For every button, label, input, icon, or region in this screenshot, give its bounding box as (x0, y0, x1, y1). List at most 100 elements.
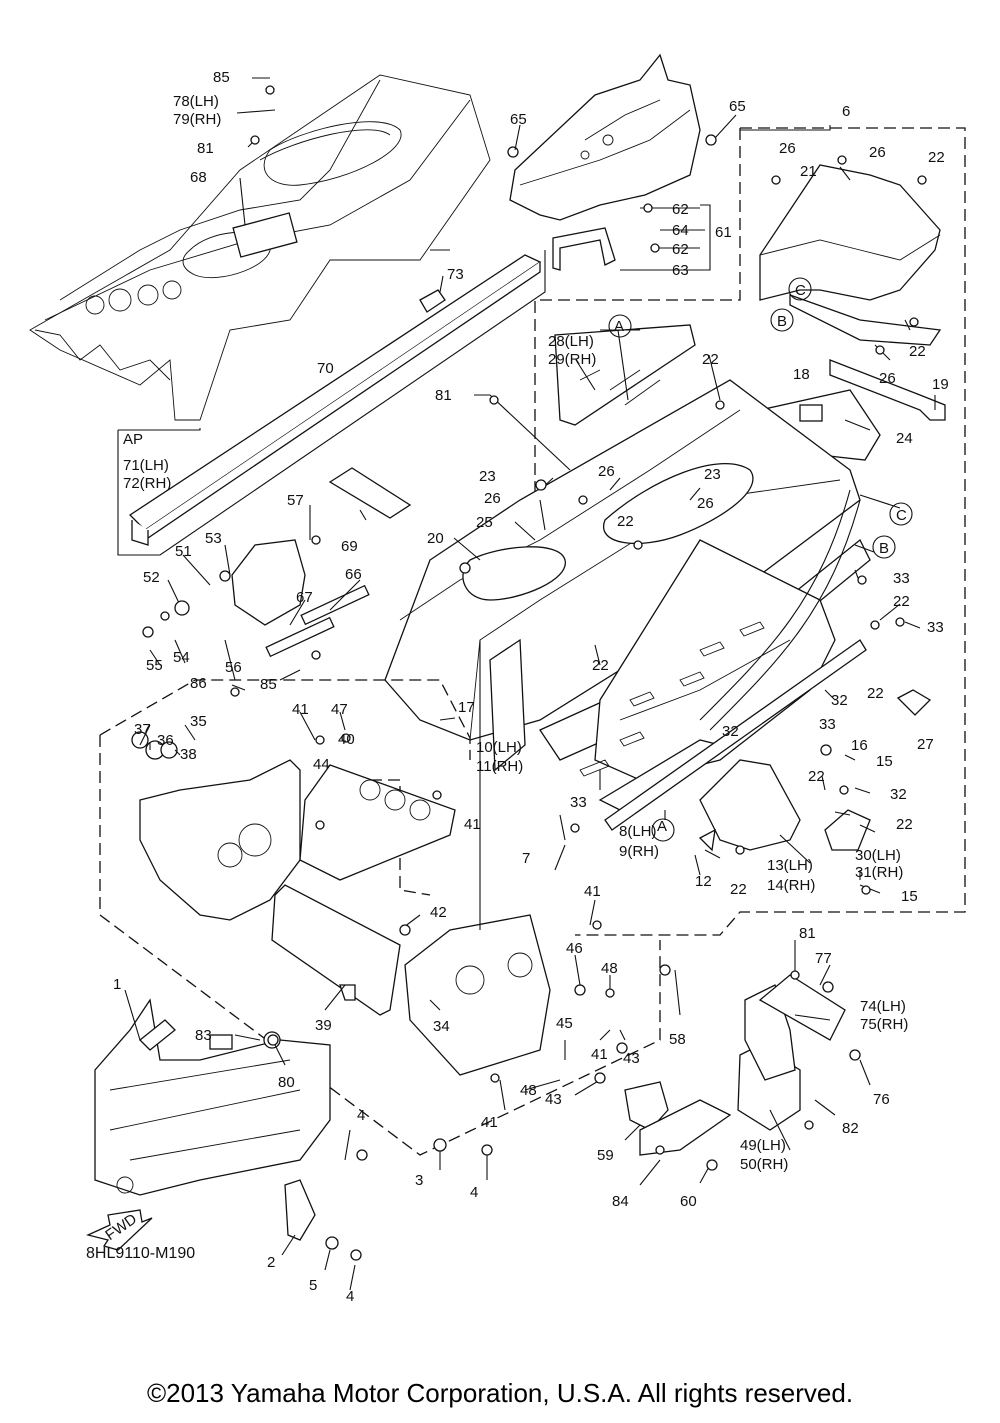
callout: 56 (225, 659, 242, 676)
callout: 55 (146, 657, 163, 674)
callout: 20 (427, 530, 444, 547)
callout: 59 (597, 1147, 614, 1164)
callout: 72(RH) (123, 475, 171, 492)
callout: 41 (591, 1046, 608, 1063)
callout: 50(RH) (740, 1156, 788, 1173)
hose-39 (339, 984, 356, 1001)
callout: 4 (346, 1288, 354, 1305)
callout: 62 (672, 201, 689, 218)
callout: 74(LH) (860, 998, 906, 1015)
callout: 79(RH) (173, 111, 221, 128)
callout: A (657, 818, 667, 835)
callout: 3 (415, 1172, 423, 1189)
callout: 22 (867, 685, 884, 702)
callout: 60 (680, 1193, 697, 1210)
gusset-13-14 (699, 759, 801, 851)
callout: 26 (697, 495, 714, 512)
upper-body-assembly (29, 74, 491, 421)
callout: 15 (901, 888, 918, 905)
fwd-arrow-icon: FWD (86, 1209, 153, 1251)
front-frame-1 (94, 998, 331, 1196)
bracket-30-31 (824, 809, 871, 851)
callout: 43 (545, 1091, 562, 1108)
callout: 32 (831, 692, 848, 709)
callout: 8(LH) (619, 823, 657, 840)
callout: 65 (729, 98, 746, 115)
callout: 31(RH) (855, 864, 903, 881)
callout: 6 (842, 103, 850, 120)
callout: C (795, 282, 806, 299)
callout: 45 (556, 1015, 573, 1032)
callout: 4 (470, 1184, 478, 1201)
callout: 32 (722, 723, 739, 740)
diagram-code: 8HL9110-M190 (86, 1245, 196, 1262)
callout: 36 (157, 732, 174, 749)
washer-5 (325, 1236, 339, 1250)
callout: 10(LH) (476, 739, 522, 756)
callout: 29(RH) (548, 351, 596, 368)
callout: 33 (819, 716, 836, 733)
callout-labels: 85 78(LH) 79(RH) 81 68 73 70 AP 71(LH) 7… (113, 69, 949, 1305)
callout: 22 (730, 881, 747, 898)
callout: 5 (309, 1277, 317, 1294)
callout: 54 (173, 649, 190, 666)
callout: 82 (842, 1120, 859, 1137)
rail-strip-8-9 (604, 639, 867, 831)
callout: 12 (695, 873, 712, 890)
callout: 85 (260, 676, 277, 693)
callout: 22 (617, 513, 634, 530)
callout: C (896, 507, 907, 524)
callout: 80 (278, 1074, 295, 1091)
callout: 85 (213, 69, 230, 86)
callout: 22 (592, 657, 609, 674)
callout: 22 (909, 343, 926, 360)
callout: 44 (313, 756, 330, 773)
reference-circles (608, 277, 913, 842)
callout: 48 (520, 1082, 537, 1099)
clip-12 (698, 828, 716, 852)
callout: 52 (143, 569, 160, 586)
bracket-10-11 (489, 638, 526, 772)
callout: 26 (869, 144, 886, 161)
callout: 51 (175, 543, 192, 560)
callout: 11(RH) (476, 758, 523, 775)
callout: 33 (927, 619, 944, 636)
callout: 64 (672, 222, 689, 239)
callout: 81 (197, 140, 214, 157)
callout: 78(LH) (173, 93, 219, 110)
callout: 7 (522, 850, 530, 867)
callout: 84 (612, 1193, 629, 1210)
callout: 28(LH) (548, 333, 594, 350)
callout: B (777, 313, 787, 330)
callout: AP (123, 431, 143, 448)
callout: 38 (180, 746, 197, 763)
callout: 37 (134, 721, 151, 738)
callout: 43 (623, 1050, 640, 1067)
callout: 22 (893, 593, 910, 610)
callout: 46 (566, 940, 583, 957)
callout: 26 (879, 370, 896, 387)
callout: 76 (873, 1091, 890, 1108)
callout: 61 (715, 224, 732, 241)
fasteners (142, 85, 927, 1261)
callout: 26 (779, 140, 796, 157)
copyright-notice: ©2013 Yamaha Motor Corporation, U.S.A. A… (146, 1378, 854, 1408)
callout: 32 (890, 786, 907, 803)
rail-bar-70 (128, 254, 542, 546)
callout: 9(RH) (619, 843, 659, 860)
callout: 53 (205, 530, 222, 547)
callout: 63 (672, 262, 689, 279)
callout: 73 (447, 266, 464, 283)
callout: 40 (338, 731, 355, 748)
callout: 47 (331, 701, 348, 718)
callout: B (879, 540, 889, 557)
callout: 22 (808, 768, 825, 785)
rear-bumper-assembly (507, 53, 717, 271)
main-tunnel (384, 324, 871, 811)
callout: 81 (799, 925, 816, 942)
callout: 18 (793, 366, 810, 383)
callout: 22 (702, 351, 719, 368)
callout: 35 (190, 713, 207, 730)
